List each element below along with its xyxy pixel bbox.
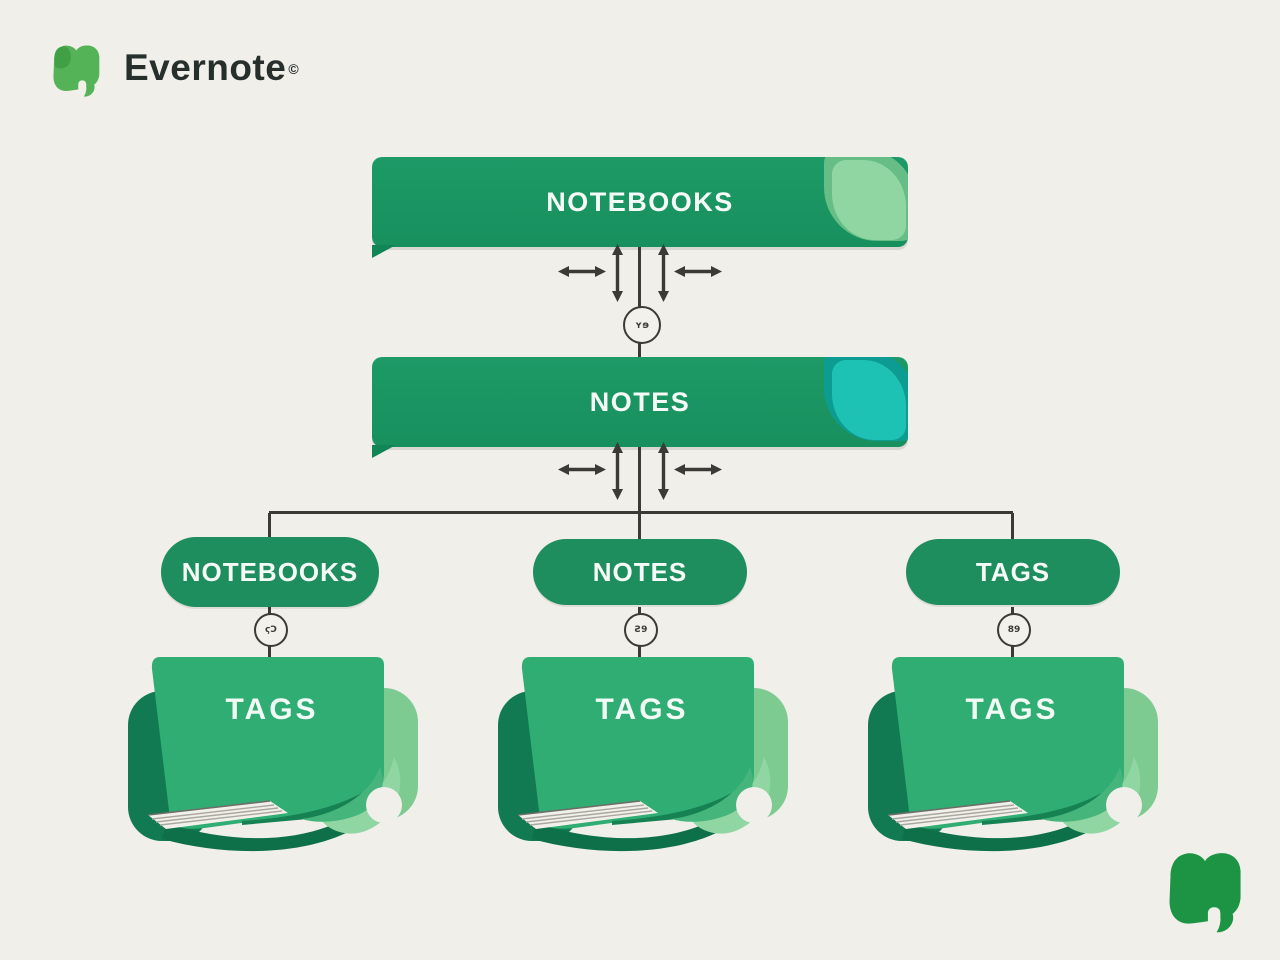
connector-badge-middle-glyph: Ƨ9 — [634, 625, 648, 635]
banner-notebooks: NOTEBOOKS — [372, 157, 908, 247]
vertical-double-arrow-icon — [658, 442, 669, 500]
connector-badge-right: 89 — [997, 613, 1031, 647]
branch-drop-middle — [638, 513, 641, 539]
evernote-logo-icon — [53, 45, 100, 97]
notebook-card-graphic: TAGS — [128, 657, 418, 852]
pill-notebooks-label: NOTEBOOKS — [181, 556, 359, 587]
notebook-card-graphic: TAGS — [868, 657, 1158, 852]
connector-badge-left-glyph: ϛƆ — [265, 625, 277, 635]
connector-badge-right-glyph: 89 — [1007, 625, 1021, 635]
banner-notes-label: NOTES — [589, 386, 691, 417]
pill-tags-label: TAGS — [975, 556, 1051, 587]
card-tags-left: TAGS — [122, 653, 422, 865]
banner-notes: NOTES — [372, 357, 908, 447]
card-tags-label: TAGS — [595, 693, 688, 726]
card-tags-right: TAGS — [862, 653, 1162, 865]
branch-drop-right — [1011, 513, 1014, 539]
pill-notebooks: NOTEBOOKS — [161, 537, 379, 607]
branch-drop-left — [268, 513, 271, 539]
pill-notes-label: NOTES — [592, 556, 688, 587]
vertical-double-arrow-icon — [658, 244, 669, 302]
pill-tags: TAGS — [906, 539, 1120, 605]
connector-notebooks-notes — [638, 247, 641, 357]
evernote-logo-icon — [1169, 853, 1241, 933]
card-tags-middle: TAGS — [492, 653, 792, 865]
trademark-symbol: © — [288, 60, 299, 77]
connector-badge-top: ʏɘ — [623, 306, 661, 344]
notebook-card-graphic: TAGS — [498, 657, 788, 852]
horizontal-double-arrow-icon — [674, 266, 722, 277]
leaf-corner-icon — [818, 157, 908, 247]
leaf-front-shape — [832, 360, 906, 440]
horizontal-double-arrow-icon — [558, 464, 606, 475]
connector-badge-middle: Ƨ9 — [624, 613, 658, 647]
pill-notes: NOTES — [533, 539, 747, 605]
vertical-double-arrow-icon — [612, 442, 623, 500]
card-tags-label: TAGS — [225, 693, 318, 726]
banner-notebooks-label: NOTEBOOKS — [546, 186, 734, 217]
horizontal-double-arrow-icon — [558, 266, 606, 277]
branch-horizontal-line — [269, 511, 1013, 514]
card-tags-label: TAGS — [965, 693, 1058, 726]
vertical-double-arrow-icon — [612, 244, 623, 302]
leaf-front-shape — [832, 160, 906, 240]
brand-name-text: Evernote — [124, 47, 287, 88]
horizontal-double-arrow-icon — [674, 464, 722, 475]
connector-notes-branch — [638, 447, 641, 513]
connector-badge-left: ϛƆ — [254, 613, 288, 647]
leaf-corner-icon — [818, 357, 908, 447]
brand-header: Evernote© — [46, 36, 299, 100]
brand-name: Evernote© — [124, 47, 299, 89]
connector-badge-top-glyph: ʏɘ — [634, 319, 650, 331]
